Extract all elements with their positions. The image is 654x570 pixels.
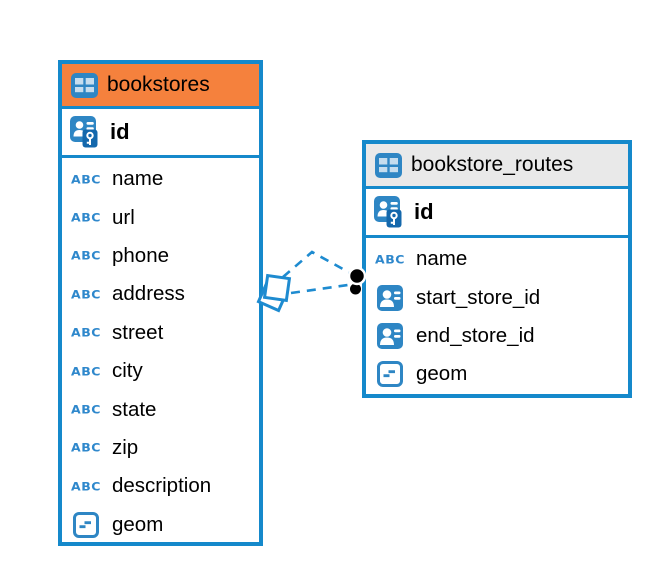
column-row[interactable]: geom bbox=[366, 355, 628, 393]
column-row[interactable]: ABC name bbox=[366, 240, 628, 278]
entity-header[interactable]: bookstore_routes bbox=[366, 144, 628, 189]
column-name: description bbox=[112, 474, 212, 498]
entity-bookstore-routes[interactable]: bookstore_routes id ABC name start_store_i… bbox=[362, 140, 632, 398]
column-name: geom bbox=[112, 512, 164, 536]
column-row[interactable]: start_store_id bbox=[366, 278, 628, 316]
key-column-row[interactable]: id bbox=[62, 109, 259, 155]
column-name: name bbox=[416, 247, 468, 271]
column-name: url bbox=[112, 205, 135, 229]
relationship-line-lower[interactable] bbox=[290, 283, 349, 295]
column-name: city bbox=[112, 359, 143, 383]
text-type-icon: ABC bbox=[71, 325, 101, 340]
geometry-type-icon bbox=[70, 511, 102, 538]
column-row[interactable]: ABC description bbox=[62, 467, 259, 505]
foreign-key-icon bbox=[374, 284, 406, 311]
text-type-icon: ABC bbox=[71, 402, 101, 417]
primary-key-icon bbox=[374, 195, 404, 229]
column-row[interactable]: ABC state bbox=[62, 390, 259, 428]
column-name: zip bbox=[112, 435, 139, 459]
column-name: start_store_id bbox=[416, 285, 541, 309]
entity-title: bookstores bbox=[107, 73, 210, 96]
column-row[interactable]: ABC address bbox=[62, 275, 259, 313]
entity-title: bookstore_routes bbox=[411, 153, 574, 176]
table-icon bbox=[375, 152, 402, 178]
column-row[interactable]: ABC zip bbox=[62, 429, 259, 467]
column-row[interactable]: ABC phone bbox=[62, 237, 259, 275]
text-type-icon: ABC bbox=[375, 252, 405, 267]
foreign-key-icon bbox=[374, 322, 406, 349]
primary-key-icon bbox=[70, 115, 100, 149]
key-column-row[interactable]: id bbox=[366, 189, 628, 235]
column-name: address bbox=[112, 282, 185, 306]
column-name: id bbox=[110, 119, 130, 144]
column-row[interactable]: ABC name bbox=[62, 160, 259, 198]
column-name: id bbox=[414, 199, 434, 224]
table-icon bbox=[71, 72, 98, 98]
text-type-icon: ABC bbox=[71, 364, 101, 379]
column-row[interactable]: ABC city bbox=[62, 352, 259, 390]
geometry-type-icon bbox=[374, 361, 406, 388]
text-type-icon: ABC bbox=[71, 479, 101, 494]
entity-header[interactable]: bookstores bbox=[62, 64, 259, 109]
column-row[interactable]: geom bbox=[62, 506, 259, 544]
overlapping-squares-icon[interactable] bbox=[256, 273, 292, 313]
column-row[interactable]: end_store_id bbox=[366, 317, 628, 355]
column-name: state bbox=[112, 397, 157, 421]
column-name: phone bbox=[112, 243, 170, 267]
relationship-line-upper[interactable] bbox=[282, 250, 353, 278]
text-type-icon: ABC bbox=[71, 249, 101, 263]
text-type-icon: ABC bbox=[71, 441, 101, 455]
text-type-icon: ABC bbox=[71, 210, 101, 225]
text-type-icon: ABC bbox=[71, 172, 101, 187]
column-name: end_store_id bbox=[416, 323, 535, 347]
text-type-icon: ABC bbox=[71, 287, 101, 302]
column-row[interactable]: ABC street bbox=[62, 314, 259, 352]
column-row[interactable]: ABC url bbox=[62, 198, 259, 236]
column-name: geom bbox=[416, 362, 468, 386]
column-name: name bbox=[112, 167, 164, 191]
key-columns-section: id bbox=[366, 189, 628, 238]
key-columns-section: id bbox=[62, 109, 259, 158]
column-name: street bbox=[112, 320, 164, 344]
